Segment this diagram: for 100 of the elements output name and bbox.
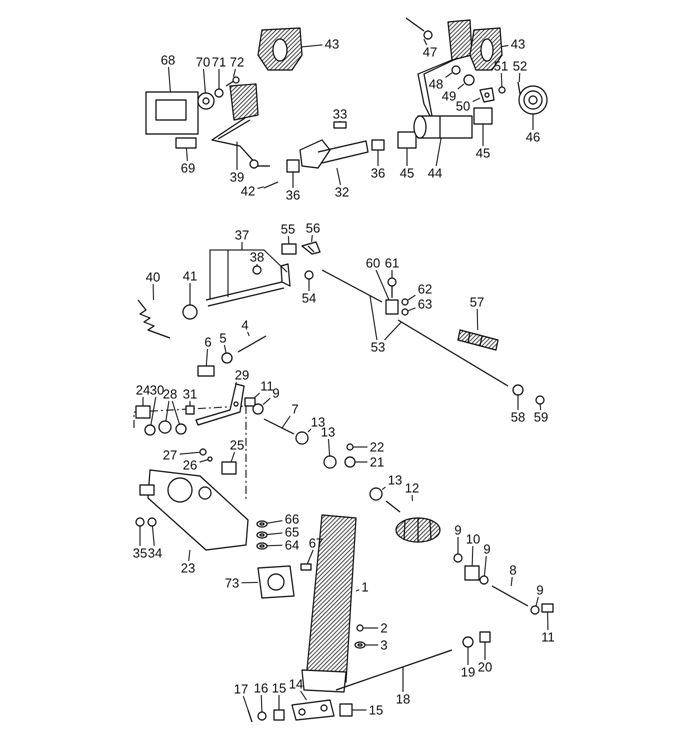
leader-line [218,68,220,90]
leader-line [236,141,238,170]
leader-line [336,168,341,186]
bracket [479,87,495,103]
leader-line [172,400,180,424]
callout-number: 24 [136,384,150,396]
callout-number: 4 [241,318,249,332]
accelerator-pedal [301,514,357,693]
callout-number: 38 [250,250,264,264]
washer [147,517,157,527]
callout-number: 40 [146,270,160,284]
spring [138,300,170,339]
leader-line [382,486,386,490]
leader-line [308,278,310,292]
leader-line [282,416,291,428]
washer [197,92,215,110]
callout-number: 66 [284,512,300,526]
cable [322,269,382,303]
leader-line [234,382,238,384]
callout-number: 61 [384,256,400,270]
spring [518,85,548,115]
callout-number: 19 [460,666,476,678]
leader-line [224,344,226,354]
callout-number: 62 [418,282,432,296]
callout-number: 1 [361,580,369,594]
leader-line [242,696,248,710]
cable [398,319,508,387]
washer [256,520,268,528]
leader-line [199,459,208,463]
bushing [479,631,491,643]
nut [453,553,463,563]
callout-number: 9 [483,542,491,556]
bolt [300,563,312,571]
callout-number: 3 [380,638,388,652]
callout-number: 70 [196,56,210,68]
bushing [273,709,285,721]
pedal-tube [413,115,473,139]
leader-line [152,284,154,300]
leader-line [288,236,290,244]
nut [304,270,314,280]
washer [498,86,506,94]
screw [199,448,207,456]
leader-line [356,589,360,592]
callout-number: 29 [234,368,250,382]
callout-number: 7 [291,402,299,416]
leader-line [247,332,250,336]
callout-number: 57 [470,296,484,308]
callout-number: 52 [512,60,528,72]
callout-number: 45 [476,146,490,160]
leader-line [188,550,190,562]
bolt [387,277,397,298]
cover [145,91,199,135]
bushing [473,107,493,125]
leader-line [308,428,312,432]
leader-line [472,546,474,566]
callout-number: 11 [260,380,274,392]
leader-line [203,68,206,94]
clip [301,241,321,255]
callout-number: 39 [230,170,244,184]
callout-number: 10 [466,532,480,546]
leader-line [547,612,548,630]
leader-line [352,446,368,448]
end-piece [541,603,554,613]
callout-number: 45 [400,166,414,180]
leader-line [262,398,271,406]
bushing [158,420,172,434]
leader-line [278,694,280,710]
rod [336,649,452,691]
washer [354,641,366,649]
nut [530,605,540,615]
leader-line [233,68,236,78]
leader-line [328,438,330,456]
callout-number: 43 [510,38,526,50]
leader-line [260,694,262,712]
callout-number: 34 [148,546,162,560]
leader-line [500,72,502,88]
callout-number: 30 [150,384,164,396]
bushing [281,243,297,255]
leader-line [142,396,144,406]
callout-number: 9 [454,524,462,536]
callout-number: 28 [162,388,178,400]
callout-number: 65 [284,526,300,538]
callout-number: 12 [404,482,420,494]
leader-line [364,644,379,646]
callout-number: 55 [280,222,296,236]
callout-number: 43 [324,38,340,50]
bushing [135,405,151,419]
callout-number: 36 [286,188,300,202]
leader-line [300,690,307,700]
bushing [175,423,187,435]
bushing [369,487,383,501]
callout-number: 47 [422,46,438,58]
callout-number: 50 [456,100,470,112]
leader-line [186,148,188,162]
callout-number: 60 [366,256,380,270]
callout-number: 6 [204,336,212,348]
nut [479,575,489,585]
callout-number: 21 [370,456,384,468]
callout-number: 25 [230,438,244,452]
callout-number: 59 [534,410,548,424]
